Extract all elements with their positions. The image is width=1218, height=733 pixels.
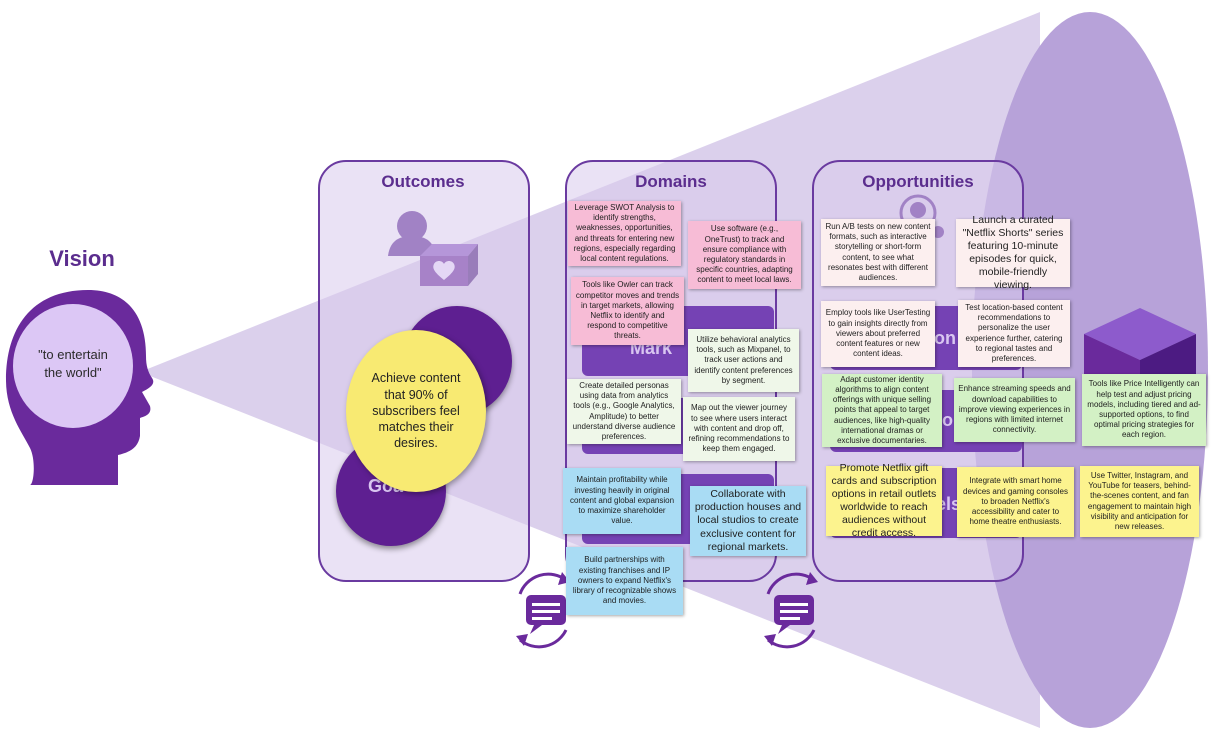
opportunity-note[interactable]: Adapt customer identity algorithms to al… [822, 374, 942, 447]
opportunity-note[interactable]: Employ tools like UserTesting to gain in… [821, 301, 935, 367]
domain-note[interactable]: Utilize behavioral analytics tools, such… [688, 329, 799, 392]
domain-note[interactable]: Collaborate with production houses and l… [690, 486, 806, 556]
opportunity-note[interactable]: Test location-based content recommendati… [958, 300, 1070, 367]
opportunity-bar-label: on [934, 328, 956, 348]
domain-note[interactable]: Maintain profitability while investing h… [563, 468, 681, 534]
domains-heading: Domains [635, 172, 707, 191]
vision-thought-bubble [13, 304, 133, 428]
outcome-goal-note[interactable]: Achieve content that 90% of subscribers … [346, 330, 486, 492]
domain-note[interactable]: Use software (e.g., OneTrust) to track a… [688, 221, 801, 289]
opportunity-note[interactable]: Promote Netflix gift cards and subscript… [826, 462, 942, 539]
opportunities-heading: Opportunities [862, 172, 974, 191]
domain-note[interactable]: Build partnerships with existing franchi… [566, 547, 683, 615]
vision-heading: Vision [49, 246, 115, 271]
opportunity-note[interactable]: Tools like Price Intelligently can help … [1082, 374, 1206, 446]
outcomes-heading: Outcomes [381, 172, 465, 191]
opportunity-note[interactable]: Run A/B tests on new content formats, su… [821, 219, 935, 286]
opportunity-note[interactable]: Launch a curated "Netflix Shorts" series… [956, 214, 1070, 291]
domain-note[interactable]: Leverage SWOT Analysis to identify stren… [568, 201, 681, 266]
opportunity-bar-label: o [942, 410, 953, 430]
domain-note[interactable]: Tools like Owler can track competitor mo… [571, 277, 684, 345]
vision-statement: "to entertain the world" [38, 347, 108, 381]
opportunity-note[interactable]: Integrate with smart home devices and ga… [957, 467, 1074, 537]
domain-note[interactable]: Create detailed personas using data from… [567, 379, 681, 444]
opportunity-note[interactable]: Use Twitter, Instagram, and YouTube for … [1080, 466, 1199, 537]
opportunity-note[interactable]: Enhance streaming speeds and download ca… [954, 378, 1075, 442]
feedback-cycle-icon [516, 572, 570, 649]
domain-note[interactable]: Map out the viewer journey to see where … [683, 397, 795, 461]
feedback-cycle-icon [764, 572, 818, 649]
opportunity-bar-label: els [936, 494, 962, 514]
